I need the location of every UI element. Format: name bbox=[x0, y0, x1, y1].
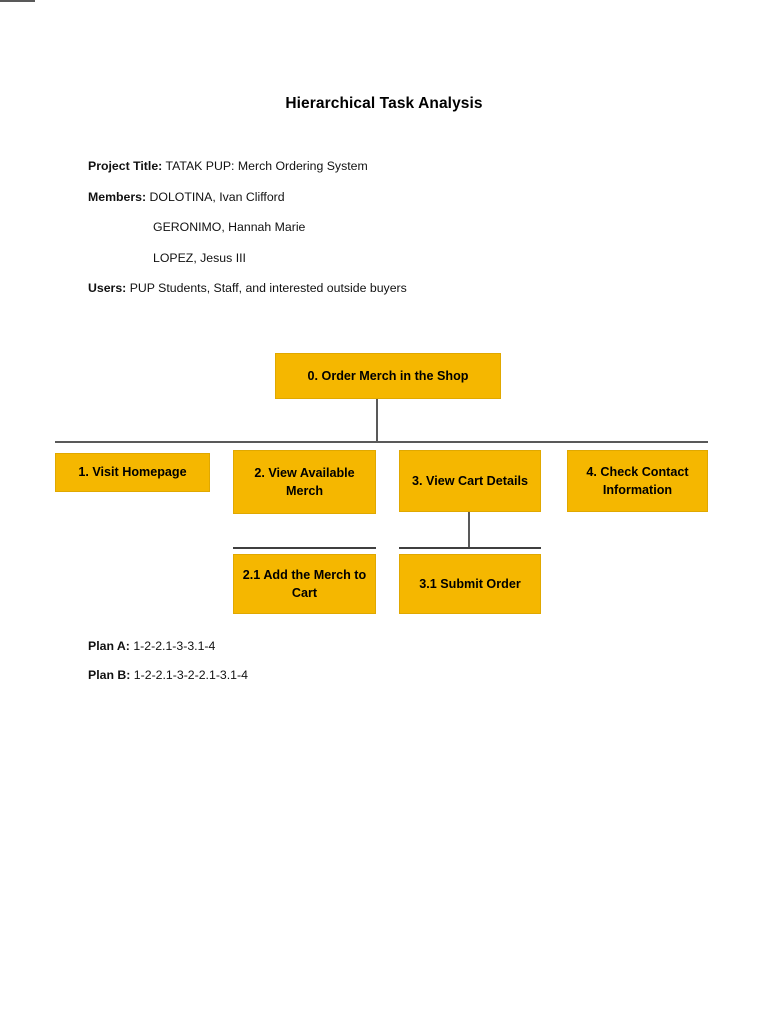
users-label: Users: bbox=[88, 281, 127, 295]
member-name-1: DOLOTINA, Ivan Clifford bbox=[149, 189, 285, 204]
members-label: Members: bbox=[88, 189, 147, 204]
connector-node3-to-node31 bbox=[468, 512, 470, 549]
plan-a-value: 1-2-2.1-3-3.1-4 bbox=[133, 639, 216, 653]
plan-b-row: Plan B: 1-2-2.1-3-2-2.1-3.1-4 bbox=[88, 667, 248, 698]
plan-b-value: 1-2-2.1-3-2-2.1-3.1-4 bbox=[133, 667, 248, 682]
member-name-3: LOPEZ, Jesus III bbox=[153, 250, 246, 265]
project-title-value: TATAK PUP: Merch Ordering System bbox=[165, 159, 368, 173]
connector-bar-above-node31 bbox=[399, 547, 541, 549]
users-row: Users: PUP Students, Staff, and interest… bbox=[88, 282, 688, 313]
member-name-2: GERONIMO, Hannah Marie bbox=[153, 220, 306, 234]
connector-root-to-bar bbox=[376, 399, 378, 442]
project-metadata: Project Title: TATAK PUP: Merch Ordering… bbox=[88, 160, 688, 313]
task-node-3[interactable]: 3. View Cart Details bbox=[399, 450, 541, 512]
project-title-label: Project Title: bbox=[88, 159, 163, 173]
members-row-2: GERONIMO, Hannah Marie bbox=[88, 221, 688, 252]
project-title-row: Project Title: TATAK PUP: Merch Ordering… bbox=[88, 160, 688, 191]
task-node-2[interactable]: 2. View Available Merch bbox=[233, 450, 376, 514]
members-row: Members: DOLOTINA, Ivan Clifford bbox=[88, 189, 688, 222]
connector-level2-bar bbox=[55, 441, 708, 443]
page-title: Hierarchical Task Analysis bbox=[285, 95, 483, 112]
plan-a-label: Plan A: bbox=[88, 639, 130, 653]
task-node-1[interactable]: 1. Visit Homepage bbox=[55, 453, 210, 492]
connector-node2-stub bbox=[0, 0, 35, 3]
task-node-0[interactable]: 0. Order Merch in the Shop bbox=[275, 353, 501, 399]
plans-section: Plan A: 1-2-2.1-3-3.1-4 Plan B: 1-2-2.1-… bbox=[88, 640, 248, 697]
task-node-3-1[interactable]: 3.1 Submit Order bbox=[399, 554, 541, 614]
users-value: PUP Students, Staff, and interested outs… bbox=[129, 281, 407, 295]
task-node-4[interactable]: 4. Check Contact Information bbox=[567, 450, 708, 512]
plan-b-label: Plan B: bbox=[88, 667, 131, 682]
task-node-2-1[interactable]: 2.1 Add the Merch to Cart bbox=[233, 554, 376, 614]
members-row-3: LOPEZ, Jesus III bbox=[88, 250, 688, 283]
connector-bar-above-node21 bbox=[233, 547, 376, 549]
plan-a-row: Plan A: 1-2-2.1-3-3.1-4 bbox=[88, 640, 248, 669]
